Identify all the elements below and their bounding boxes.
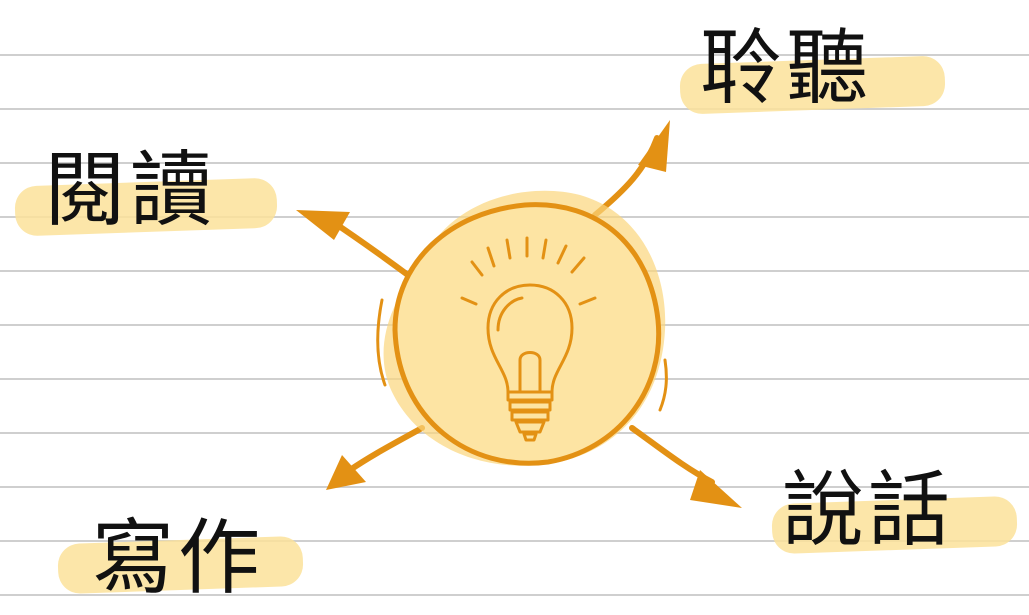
arrow-to-read xyxy=(327,217,415,281)
label-speak: 說話 xyxy=(782,463,955,558)
lightbulb-icon xyxy=(460,236,597,442)
arrowhead-speak xyxy=(690,470,742,508)
arrow-to-write xyxy=(347,425,425,473)
label-read: 閱讀 xyxy=(44,143,217,238)
arrow-to-listen xyxy=(592,135,660,218)
label-write: 寫作 xyxy=(92,511,265,606)
arrowhead-read xyxy=(296,210,350,240)
label-listen: 聆聽 xyxy=(700,21,873,116)
arrowhead-listen xyxy=(638,120,670,172)
arrowhead-write xyxy=(326,455,366,490)
